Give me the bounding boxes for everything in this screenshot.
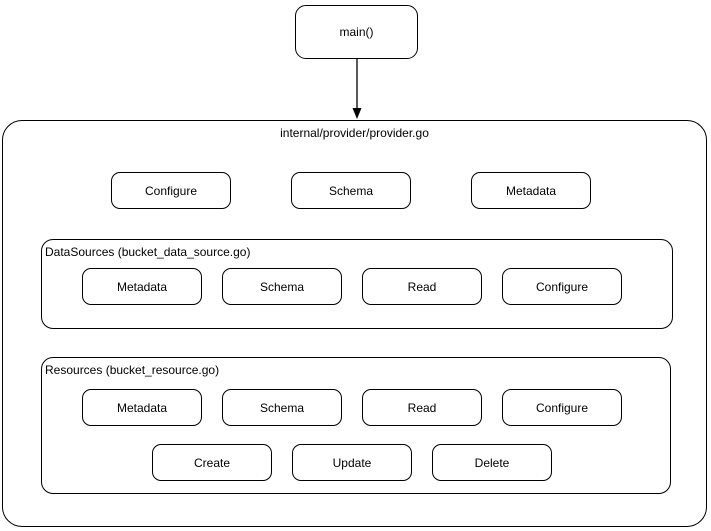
node-resources-delete: Delete <box>432 444 552 481</box>
node-provider-schema: Schema <box>291 172 411 209</box>
provider-title: internal/provider/provider.go <box>280 126 429 140</box>
arrow-main-to-provider-icon <box>352 59 362 119</box>
node-datasources-configure: Configure <box>502 268 622 305</box>
node-resources-configure: Configure <box>502 389 622 426</box>
node-provider-metadata: Metadata <box>471 172 591 209</box>
datasources-container: DataSources (bucket_data_source.go) Meta… <box>41 239 673 329</box>
node-main: main() <box>295 5 418 59</box>
node-resources-read: Read <box>362 389 482 426</box>
node-datasources-read: Read <box>362 268 482 305</box>
node-provider-configure: Configure <box>111 172 231 209</box>
node-resources-update: Update <box>292 444 412 481</box>
node-resources-create: Create <box>152 444 272 481</box>
provider-container: internal/provider/provider.go Configure … <box>2 120 707 527</box>
node-datasources-schema: Schema <box>222 268 342 305</box>
node-resources-schema: Schema <box>222 389 342 426</box>
datasources-title: DataSources (bucket_data_source.go) <box>45 245 251 259</box>
node-datasources-metadata: Metadata <box>82 268 202 305</box>
node-resources-metadata: Metadata <box>82 389 202 426</box>
resources-container: Resources (bucket_resource.go) Metadata … <box>41 357 671 494</box>
resources-title: Resources (bucket_resource.go) <box>45 363 220 377</box>
